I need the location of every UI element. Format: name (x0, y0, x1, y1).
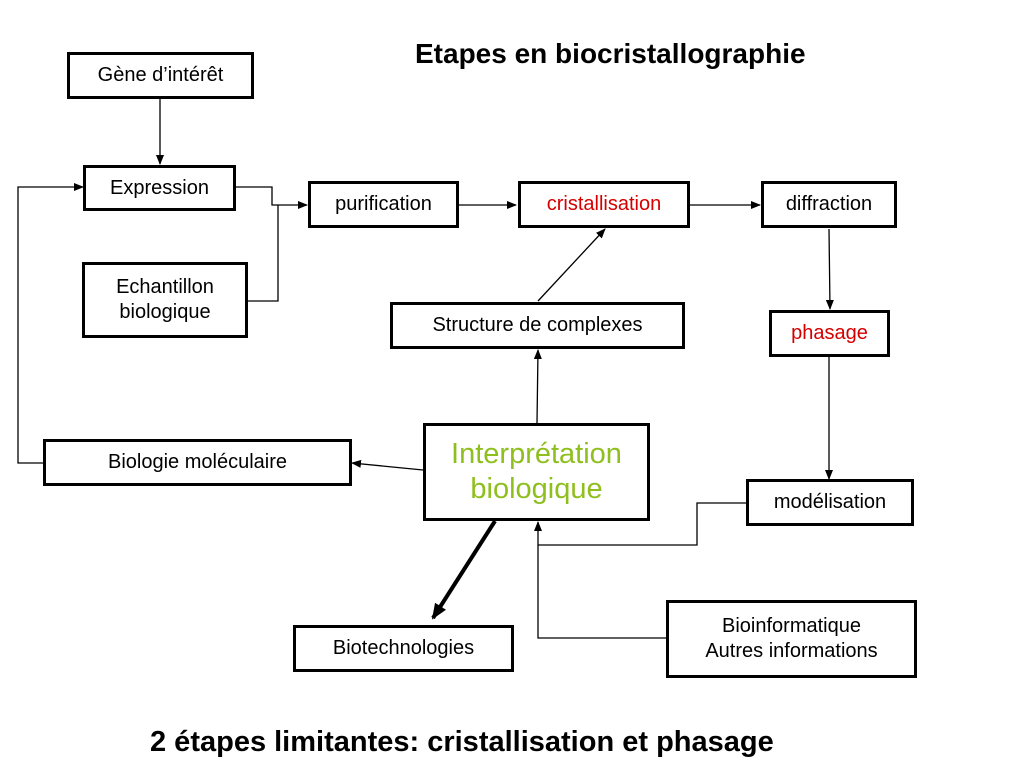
node-echantillon-line1: Echantillon (116, 276, 214, 298)
page-title: Etapes en biocristallographie (415, 38, 806, 69)
node-purification-label: purification (335, 193, 432, 215)
node-echantillon-line2: biologique (119, 301, 211, 323)
node-bioinformatique: Bioinformatique Autres informations (666, 600, 917, 678)
node-interpretation: Interprétation biologique (423, 423, 650, 521)
footer-summary: 2 étapes limitantes: cristallisation et … (150, 726, 774, 758)
node-echantillon: Echantillon biologique (82, 262, 248, 338)
node-biotechnologies: Biotechnologies (293, 625, 514, 672)
node-phasage-label: phasage (791, 322, 868, 344)
connector-biologie-to-expression (17, 183, 84, 464)
arrow-diffraction-to-phasage (825, 228, 834, 310)
arrow-structure-to-cristallisation (537, 228, 606, 302)
node-gene: Gène d’intérêt (67, 52, 254, 99)
node-bioinformatique-line1: Bioinformatique (722, 615, 861, 637)
connector-bioinformatique-to-interpretation (537, 545, 666, 639)
node-biotechnologies-label: Biotechnologies (332, 637, 475, 659)
connector-echantillon-to-purification (248, 205, 279, 302)
connector-modelisation-to-interpretation (534, 502, 746, 546)
node-gene-label: Gène d’intérêt (97, 64, 224, 86)
node-bioinformatique-line2: Autres informations (705, 640, 878, 662)
arrow-interpretation-to-biologie (351, 459, 424, 471)
node-interpretation-line2: biologique (470, 473, 603, 505)
node-biologie: Biologie moléculaire (43, 439, 352, 486)
node-expression: Expression (83, 165, 236, 211)
node-interpretation-line1: Interprétation (451, 437, 622, 470)
node-expression-label: Expression (110, 176, 209, 199)
node-diffraction: diffraction (761, 181, 897, 228)
node-modelisation: modélisation (746, 479, 914, 526)
arrow-interpretation-to-biotechnologies (431, 519, 497, 620)
node-purification: purification (308, 181, 459, 228)
node-phasage: phasage (769, 310, 890, 357)
node-structure: Structure de complexes (390, 302, 685, 349)
arrow-interpretation-to-structure (533, 349, 542, 424)
node-diffraction-label: diffraction (785, 193, 873, 215)
node-cristallisation-label: cristallisation (546, 193, 662, 215)
node-cristallisation: cristallisation (518, 181, 690, 228)
node-modelisation-label: modélisation (773, 491, 887, 513)
connector-expression-to-purification (236, 186, 308, 209)
node-structure-label: Structure de complexes (432, 314, 643, 336)
node-biologie-label: Biologie moléculaire (108, 451, 287, 473)
